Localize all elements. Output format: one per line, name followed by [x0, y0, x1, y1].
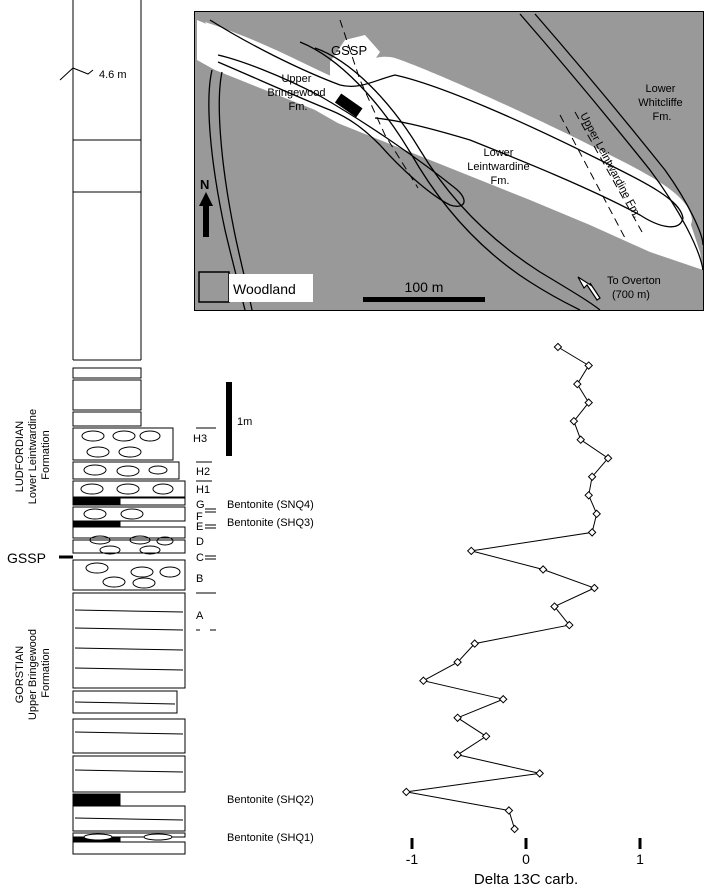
valley-clearing-2 — [330, 35, 380, 95]
bentonite-shq2-label: Bentonite (SHQ2) — [227, 794, 314, 806]
x-tick-mark — [410, 838, 414, 849]
bentonite-shq1-label: Bentonite (SHQ1) — [227, 832, 314, 844]
x-tick-label: 1 — [636, 851, 644, 867]
isotope-point — [498, 694, 508, 704]
map-scale-bar: 100 m — [363, 279, 485, 302]
unit-labels: H3 H2 H1 G F E D C B A — [193, 433, 210, 622]
bentonite-shq3-label: Bentonite (SHQ3) — [227, 517, 314, 529]
boundary-line-8 — [534, 13, 703, 246]
gap-thickness-label: 4.6 m — [99, 69, 127, 81]
isotope-point — [453, 657, 462, 667]
valley-clearing — [205, 22, 692, 234]
x-tick-mark — [638, 838, 642, 849]
stratigraphic-column — [59, 0, 216, 855]
x-tick-label: 0 — [522, 851, 530, 867]
map-scale-label: 100 m — [405, 279, 444, 295]
bentonite-shq3-bed — [72, 521, 121, 527]
boundary-line-5 — [314, 47, 601, 310]
unit-c: C — [196, 552, 204, 564]
isotope-point — [401, 787, 411, 797]
nodule-marks — [80, 430, 181, 841]
lower-leintwardine-label: Lower Leintwardine Fm. — [467, 147, 532, 187]
isotope-point — [481, 732, 491, 741]
isotope-point — [550, 602, 559, 611]
column-gssp-label: GSSP — [7, 550, 46, 566]
unit-h2: H2 — [196, 466, 210, 478]
woodland-swatch — [198, 271, 230, 303]
upper-leintwardine-dashed-2 — [574, 111, 643, 233]
bentonite-snq4-bed — [72, 497, 121, 506]
x-tick-mark — [524, 838, 528, 849]
isotope-point — [576, 435, 586, 444]
isotope-point — [587, 528, 597, 537]
isotope-point — [553, 342, 563, 352]
isotope-point — [584, 491, 594, 500]
location-map: GSSP Upper Bringewood Fm. Lower Leintwar… — [194, 11, 704, 311]
boundary-line-6 — [299, 41, 581, 310]
isotope-point — [453, 713, 462, 723]
gssp-dashed-line — [339, 19, 419, 189]
isotope-point — [419, 676, 428, 685]
unit-f: F — [196, 511, 203, 523]
section-marker — [334, 93, 363, 118]
unit-g: G — [196, 499, 205, 511]
isotope-point — [466, 546, 476, 556]
isotope-point — [535, 769, 544, 778]
lower-whitcliffe-label: Lower Whitcliffe Fm. — [638, 83, 685, 123]
boundary-line-1 — [209, 19, 684, 228]
woodland-west — [195, 75, 680, 310]
unit-boundary-ticks — [196, 427, 216, 631]
map-legend: Woodland — [198, 271, 313, 303]
isotope-point — [592, 509, 601, 519]
boundary-line-7 — [519, 13, 703, 271]
isotope-x-label: Delta 13C carb. — [474, 871, 578, 888]
isotope-point — [504, 806, 514, 815]
woodland-legend-label: Woodland — [233, 281, 296, 297]
column-scale-bar: 1m — [226, 382, 252, 456]
bentonite-snq4-label: Bentonite (SNQ4) — [227, 499, 314, 511]
overton-arrow-icon — [577, 276, 601, 301]
isotope-points — [401, 342, 613, 834]
isotope-curve — [406, 346, 609, 830]
unit-e: E — [196, 521, 203, 533]
isotope-point — [538, 565, 548, 574]
isotope-x-axis: -1 0 1 — [406, 838, 644, 867]
unit-h3: H3 — [193, 433, 207, 445]
map-gssp-label: GSSP — [331, 43, 367, 58]
gorstian-label: GORSTIAN Upper Bringewood Formation — [14, 626, 52, 720]
unit-d: D — [196, 536, 204, 548]
isotope-point — [565, 620, 574, 630]
to-overton-label: To Overton (700 m) — [607, 275, 664, 301]
column-scale-label: 1m — [237, 416, 252, 428]
isotope-point — [584, 361, 594, 370]
unit-a: A — [196, 610, 204, 622]
ludfordian-label: LUDFORDIAN Lower Leintwardine Formation — [14, 406, 52, 504]
isotope-point — [603, 453, 613, 463]
isotope-point — [587, 472, 597, 482]
isotope-point — [569, 416, 579, 426]
boundary-line-2 — [217, 54, 465, 207]
isotope-point — [470, 639, 480, 648]
bentonite-labels: Bentonite (SNQ4) Bentonite (SHQ3) Benton… — [227, 499, 314, 844]
isotope-chart: -1 0 1 Delta 13C carb. — [401, 342, 644, 888]
woodland-east — [560, 20, 703, 200]
unit-b: B — [196, 573, 203, 585]
bentonite-shq2-bed — [72, 793, 121, 806]
x-tick-label: -1 — [406, 851, 419, 867]
isotope-point — [572, 379, 582, 389]
gap-break-symbol — [59, 67, 94, 81]
unit-h1: H1 — [196, 484, 210, 496]
north-arrow-icon: N — [199, 177, 213, 237]
isotope-point — [453, 750, 462, 760]
isotope-point — [590, 583, 599, 593]
upper-bringewood-label: Upper Bringewood Fm. — [267, 73, 328, 113]
north-label: N — [200, 177, 209, 192]
upper-leintwardine-dashed-1 — [559, 114, 626, 239]
isotope-point — [510, 824, 519, 834]
isotope-point — [584, 398, 594, 407]
